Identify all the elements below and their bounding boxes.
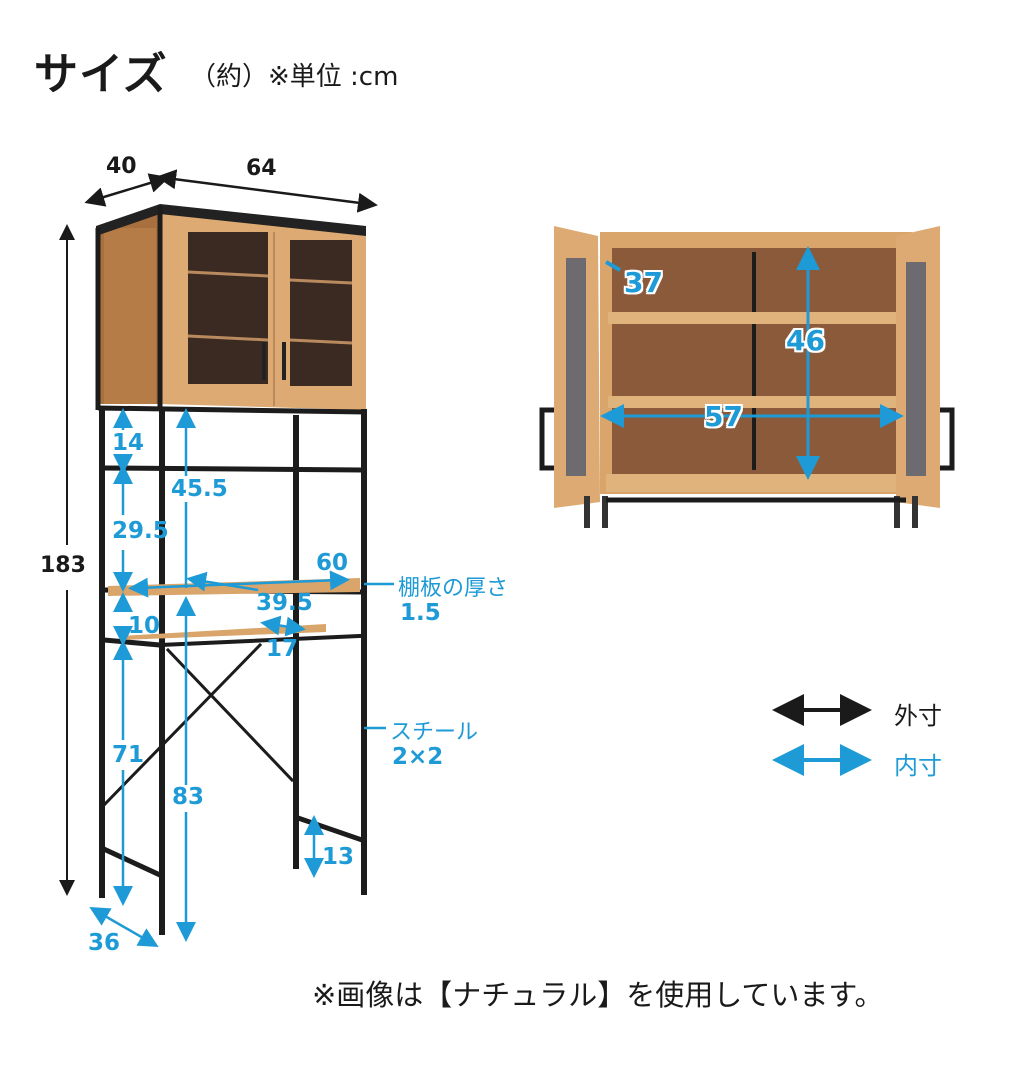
- shelf-thickness-label: 棚板の厚さ: [398, 576, 509, 601]
- label-width-64: 64: [246, 156, 277, 181]
- label-17: 17: [266, 636, 299, 662]
- page-title: サイズ: [34, 49, 168, 100]
- legend-inner-label: 内寸: [894, 752, 942, 780]
- label-height-183: 183: [40, 553, 86, 578]
- open-cabinet-view: [539, 226, 955, 528]
- label-14: 14: [112, 430, 145, 456]
- outer-dimension-arrows: [59, 169, 378, 896]
- label-29-5: 29.5: [112, 518, 169, 544]
- label-71: 71: [112, 742, 145, 768]
- label-60: 60: [316, 550, 349, 576]
- label-45-5: 45.5: [171, 476, 228, 502]
- cabinet-height-46: 46: [786, 324, 825, 357]
- shelf-thickness-value: 1.5: [400, 600, 441, 626]
- label-39-5: 39.5: [256, 590, 313, 616]
- label-depth-40: 40: [106, 154, 137, 179]
- legend-arrows: [772, 694, 872, 776]
- steel-value: 2×2: [392, 744, 444, 770]
- inner-dimension-arrows: [89, 408, 394, 947]
- cabinet-depth-37: 37: [624, 266, 663, 299]
- label-10: 10: [128, 613, 161, 639]
- upper-cabinet: [95, 204, 367, 415]
- label-13: 13: [322, 844, 355, 870]
- label-83: 83: [172, 784, 205, 810]
- unit-note: （約）※単位 :cm: [190, 62, 399, 92]
- footnote: ※画像は【ナチュラル】を使用しています。: [312, 978, 884, 1012]
- cabinet-width-57: 57: [704, 400, 743, 433]
- label-36: 36: [88, 930, 121, 956]
- steel-label: スチール: [390, 720, 479, 745]
- legend-outer-label: 外寸: [894, 702, 942, 730]
